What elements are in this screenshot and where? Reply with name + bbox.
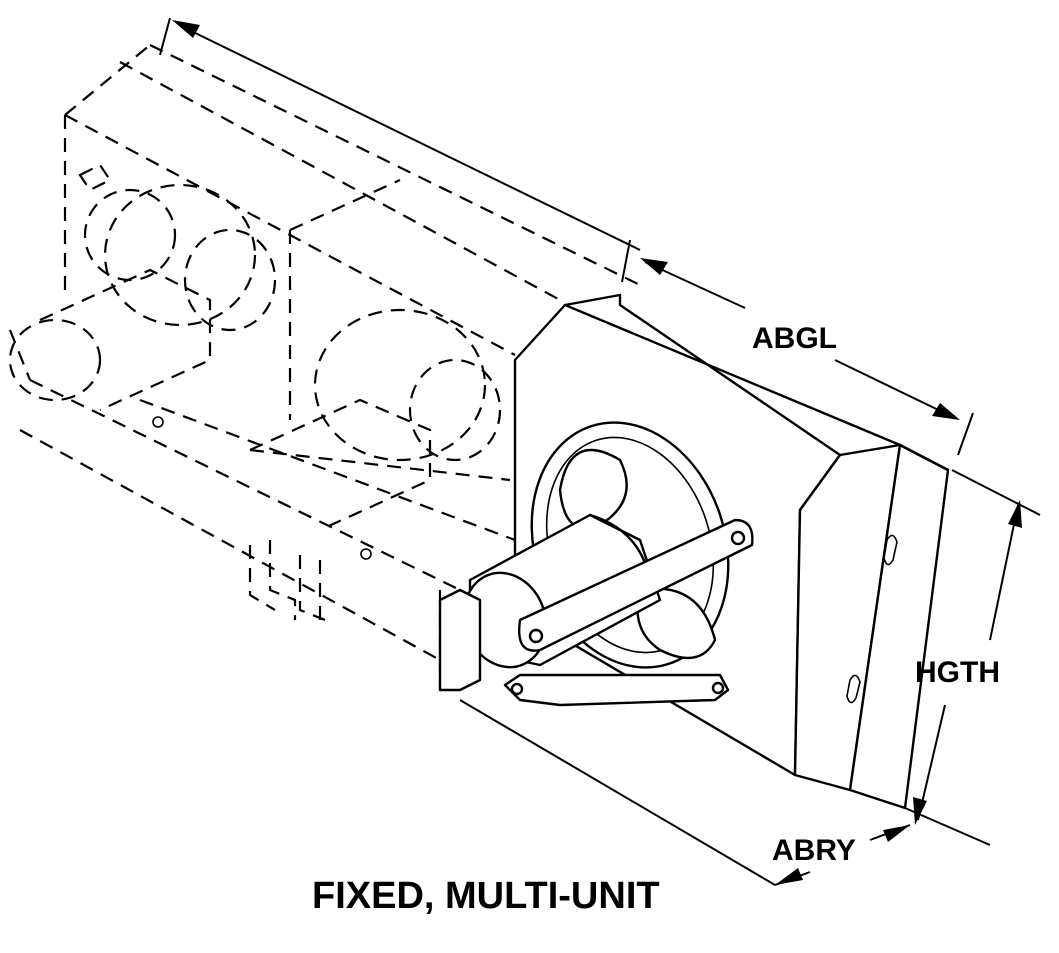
louver-slot-lower: [846, 674, 861, 704]
hidden-units-outline: [8, 44, 641, 690]
mounting-bracket: [503, 673, 730, 707]
hgth-label: HGTH: [915, 656, 1000, 689]
rail-end: [438, 588, 482, 692]
abgl-label: ABGL: [752, 322, 837, 355]
dimension-abgl: [621, 239, 974, 456]
fan-blade-lower: [636, 587, 717, 660]
abry-label: ABRY: [772, 834, 856, 867]
dimension-hgth: [904, 469, 1041, 846]
motor-strap: [518, 518, 754, 652]
louver-slot-upper: [883, 534, 898, 566]
dimension-abry: [159, 17, 911, 886]
diagram-caption: FIXED, MULTI-UNIT: [312, 875, 660, 917]
main-unit: [438, 293, 950, 810]
